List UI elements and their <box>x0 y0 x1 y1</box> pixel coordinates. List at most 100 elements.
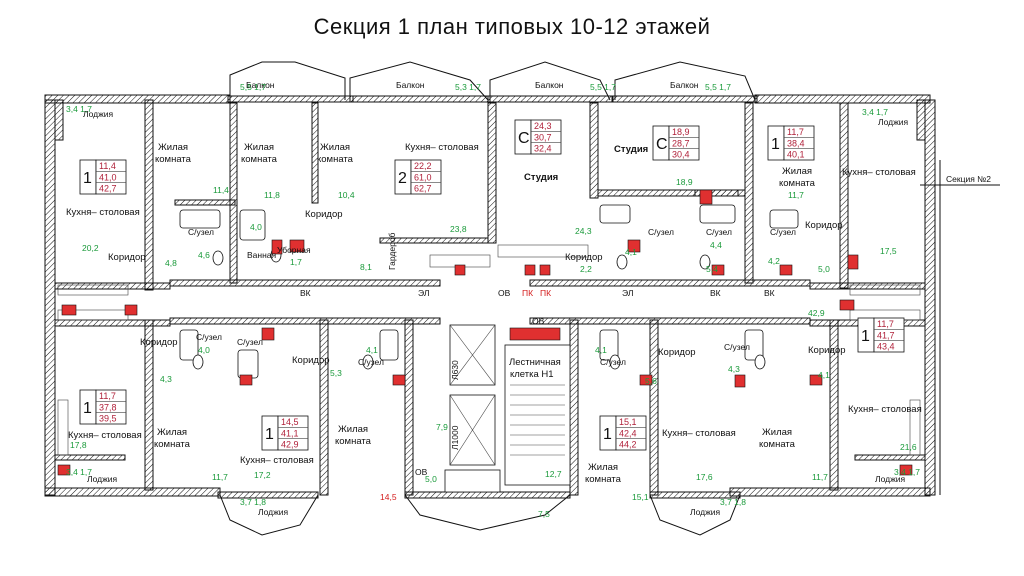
apartment-area-v2: 38,4 <box>787 138 805 148</box>
apartment-values-cell <box>615 415 647 451</box>
area-bal1: 5,5 1,7 <box>240 82 266 92</box>
area-a4-wc: 4,4 <box>710 240 722 250</box>
living-label-4a: Жилая <box>782 166 812 177</box>
apartment-values-cell <box>783 125 815 161</box>
apartment-area-v2: 30,7 <box>534 132 552 142</box>
apartment-area-v1: 22,2 <box>414 161 432 171</box>
bathroom-label-6: С/узел <box>237 337 263 347</box>
room-areas: 3,4 1,7 20,2 11,4 4,8 4,6 4,0 11,8 10,4 … <box>66 82 920 519</box>
apartment-area-v3: 32,4 <box>534 144 552 154</box>
area-a8-living: 7,9 <box>436 422 448 432</box>
area-a9-living: 11,7 <box>212 472 228 482</box>
area-a9-wc: 4,0 <box>198 345 210 355</box>
living-label-8b: комната <box>759 439 796 450</box>
loggia-label-4: Лоджия <box>875 474 906 484</box>
living-label-2b: комната <box>241 154 278 165</box>
loggia-label-5: Лоджия <box>258 507 289 517</box>
apartment-card: 114,541,142,9 <box>261 415 309 451</box>
area-a6-kitchen2: 21,6 <box>900 442 917 452</box>
fixtures <box>179 204 799 379</box>
room-labels: Балкон Балкон Балкон Балкон Лоджия Лоджи… <box>66 80 991 517</box>
area-a7-wc: 4,1 <box>595 345 607 355</box>
corridor-label-8: Коридор <box>808 345 846 356</box>
area-a2-wc: 1,7 <box>290 257 302 267</box>
apartment-area-v2: 42,4 <box>619 428 637 438</box>
apartment-card: 115,142,444,2 <box>599 415 647 451</box>
area-a5-corr: 4,2 <box>768 256 780 266</box>
apartment-card: 111,741,743,4 <box>857 317 905 353</box>
apartment-rooms: С <box>656 136 668 153</box>
el-label-2: ЭЛ <box>622 288 633 298</box>
bathroom-label-1: С/узел <box>188 227 214 237</box>
area-a7-loggia: 3,7 1,8 <box>720 497 746 507</box>
area-lobby-b: 7,5 <box>538 509 550 519</box>
loggia-label-3: Лоджия <box>87 474 118 484</box>
toilet-label: Уборная <box>277 245 311 255</box>
apartment-rooms: 1 <box>861 328 870 345</box>
area-a7-kitchen: 17,6 <box>696 472 713 482</box>
area-a1-corr: 4,8 <box>165 258 177 268</box>
apartment-card: С24,330,732,4 <box>514 119 562 155</box>
apartment-area-v1: 11,4 <box>99 161 116 171</box>
area-a2-living-a: 11,8 <box>264 190 280 200</box>
living-label-4b: комната <box>779 178 816 189</box>
balcony-label-1: Балкон <box>246 80 275 90</box>
apartment-values-cell <box>95 159 127 195</box>
living-label-3b: комната <box>317 154 354 165</box>
apartment-area-v1: 14,5 <box>281 417 299 427</box>
ov-label-1: ОВ <box>498 288 511 298</box>
area-a6-kitchen: 42,9 <box>808 308 825 318</box>
area-a5-wc: 5,0 <box>818 264 830 274</box>
kitchen-label-7: Кухня– столовая <box>68 430 142 441</box>
apartment-area-v3: 42,7 <box>99 184 117 194</box>
lift-label-b: Л1000 <box>450 425 460 450</box>
apartment-area-v3: 30,4 <box>672 150 690 160</box>
apartment-rooms: 1 <box>265 426 274 443</box>
living-label-6a: Жилая <box>338 424 368 435</box>
area-a6-corr: 11,7 <box>812 472 828 482</box>
bathroom-label-7: С/узел <box>358 357 384 367</box>
living-label-2a: Жилая <box>244 142 274 153</box>
bath-label: Ванная <box>247 250 277 260</box>
apartment-area-v2: 61,0 <box>414 172 432 182</box>
apartment-area-v3: 39,5 <box>99 414 117 424</box>
living-label-1a: Жилая <box>158 142 188 153</box>
loggia-label-2: Лоджия <box>878 117 909 127</box>
apartment-area-v2: 28,7 <box>672 138 690 148</box>
kitchen-label-4: Кухня– столовая <box>848 404 922 415</box>
area-a9-kitchen: 17,8 <box>70 440 87 450</box>
balcony-label-4: Балкон <box>670 80 699 90</box>
vk-label-1: ВК <box>300 288 311 298</box>
area-a8-loggia: 3,7 1,8 <box>240 497 266 507</box>
area-a1-loggia: 3,4 1,7 <box>66 104 92 114</box>
apartment-area-v2: 41,7 <box>877 330 895 340</box>
area-a3-kitchen: 24,3 <box>575 226 592 236</box>
apartment-card: 222,261,062,7 <box>394 159 442 195</box>
bathroom-label-9: С/узел <box>724 342 750 352</box>
apartment-rooms: С <box>518 130 530 147</box>
corridor-label-7: Коридор <box>658 347 696 358</box>
apartment-card: 111,441,042,7 <box>79 159 127 195</box>
corridor-label-3: Коридор <box>565 252 603 263</box>
apartment-values-cell <box>95 389 127 425</box>
area-a1-living: 11,4 <box>213 185 229 195</box>
area-a7-liv2: 4,3 <box>728 364 740 374</box>
area-bal4: 5,5 1,7 <box>705 82 731 92</box>
section-marker: Секция №2 <box>946 174 991 184</box>
vk-label-3: ВК <box>764 288 775 298</box>
apartment-area-v1: 11,7 <box>99 391 116 401</box>
apartment-area-v3: 44,2 <box>619 440 637 450</box>
studio-label-1: Студия <box>524 172 558 183</box>
apartment-area-v2: 41,1 <box>281 428 299 438</box>
apartment-values-cell <box>530 119 562 155</box>
area-a5-living: 11,7 <box>788 190 804 200</box>
area-a1-wc: 4,6 <box>198 250 210 260</box>
area-a3-corr: 2,2 <box>580 264 592 274</box>
area-a8-x: 14,5 <box>380 492 397 502</box>
area-a9-loggia: 3,4 1,7 <box>66 467 92 477</box>
el-label-1: ЭЛ <box>418 288 429 298</box>
corridor-label-5: Коридор <box>140 337 178 348</box>
vk-label-2: ВК <box>710 288 721 298</box>
area-a7-corr: 5,6 <box>645 376 657 386</box>
